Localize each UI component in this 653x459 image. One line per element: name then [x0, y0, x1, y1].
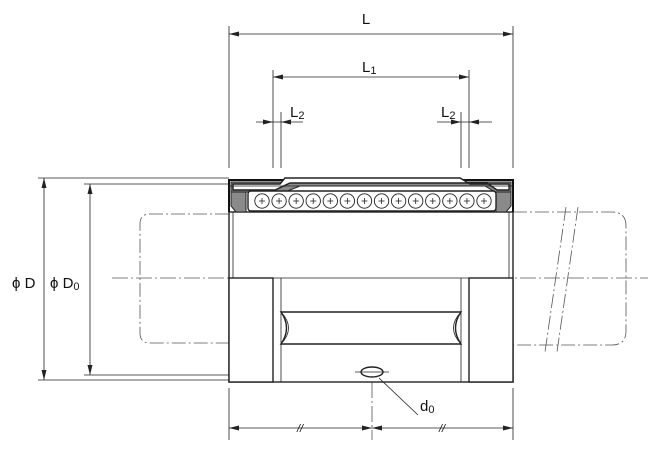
label-L2-right: L2 [441, 104, 455, 122]
bushing-body [228, 211, 514, 383]
dimension-L1 [272, 70, 470, 168]
label-D0: ϕ D0 [50, 275, 80, 293]
shaft-phantom [139, 206, 627, 353]
dimension-L [228, 26, 514, 168]
ball-row [247, 190, 497, 212]
left-seal [230, 191, 247, 213]
equal-mark-left: // [296, 423, 304, 435]
dimension-L2-left [256, 112, 303, 168]
label-L: L [362, 11, 370, 28]
label-L2-left: L2 [290, 104, 304, 122]
dimension-D0 [84, 183, 229, 376]
label-d0: d0 [420, 398, 434, 416]
dimension-bottom-symmetry [228, 388, 514, 440]
dimension-L2-right [437, 112, 492, 168]
lubrication-hole [355, 366, 419, 416]
label-L1: L1 [362, 59, 376, 77]
label-D: ϕ D [12, 275, 36, 292]
dimension-D [38, 177, 229, 381]
outer-sleeve-section [228, 177, 514, 212]
equal-mark-right: // [438, 423, 446, 435]
right-seal [495, 191, 512, 213]
